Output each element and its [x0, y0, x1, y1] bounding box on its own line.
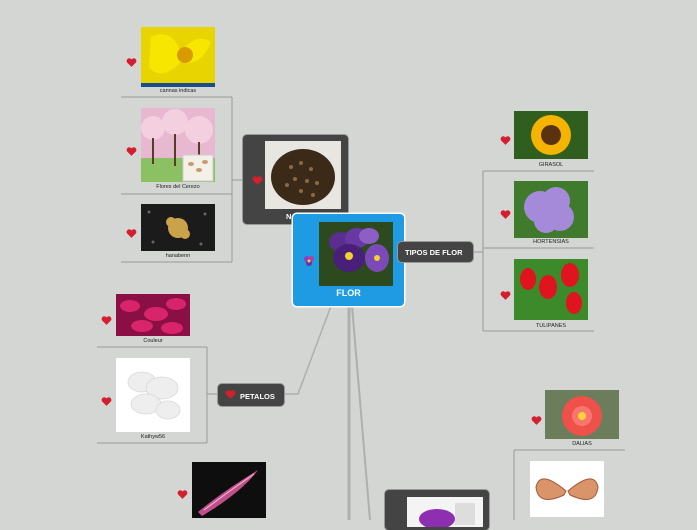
- shell-image[interactable]: [530, 461, 604, 517]
- central-label: FLOR: [336, 288, 361, 298]
- heart-icon: [531, 413, 542, 425]
- heart-icon: [126, 55, 137, 67]
- dalias-caption: DALIAS: [572, 441, 592, 447]
- topic-petalos[interactable]: PETALOS: [218, 384, 284, 406]
- cannas-caption: cannas indicas: [159, 88, 197, 94]
- girasol-image[interactable]: [514, 111, 588, 159]
- topic-semillas[interactable]: N: [243, 135, 348, 224]
- heart-icon: [101, 394, 112, 406]
- petalos-label: PETALOS: [240, 392, 275, 401]
- hanabenn-image[interactable]: [141, 204, 215, 251]
- kathyw-caption: Kathyw56: [140, 434, 166, 440]
- central-topic[interactable]: FLOR: [293, 214, 404, 306]
- dalias-image[interactable]: [545, 390, 619, 439]
- cerezo-caption: Flores del Cerezo: [156, 184, 200, 190]
- kathyw-image[interactable]: [116, 358, 190, 432]
- feather-flower-image[interactable]: [192, 462, 266, 518]
- cerezo-image[interactable]: [141, 108, 215, 182]
- heart-icon: [126, 144, 137, 156]
- pansy-image: [319, 222, 393, 286]
- cannas-image[interactable]: [141, 27, 215, 87]
- girasol-caption: GIRASOL: [538, 162, 564, 168]
- topic-tipos-de-flor[interactable]: TIPOS DE FLOR: [398, 242, 473, 262]
- heart-icon: [500, 288, 511, 300]
- semillas-label: N: [286, 212, 292, 221]
- heart-icon: [101, 313, 112, 325]
- heart-icon: [225, 389, 236, 400]
- tipos-label: TIPOS DE FLOR: [405, 248, 463, 257]
- flower-diagram-image: [407, 497, 483, 527]
- flower-icon: [303, 254, 315, 266]
- heart-icon: [500, 207, 511, 219]
- hortensias-caption: HORTENSIAS: [533, 239, 569, 245]
- couleur-image[interactable]: [116, 294, 190, 336]
- heart-icon: [252, 175, 263, 186]
- tulipanes-caption: TULIPANES: [535, 323, 567, 329]
- heart-icon: [126, 226, 137, 238]
- heart-icon: [177, 487, 188, 499]
- hanabenn-caption: hanabenn: [165, 253, 191, 259]
- tulipanes-image[interactable]: [514, 259, 588, 320]
- hortensias-image[interactable]: [514, 181, 588, 238]
- heart-icon: [500, 133, 511, 145]
- seeds-image: [265, 141, 341, 209]
- topic-bottom[interactable]: [385, 490, 489, 530]
- couleur-caption: Couleur: [143, 338, 163, 344]
